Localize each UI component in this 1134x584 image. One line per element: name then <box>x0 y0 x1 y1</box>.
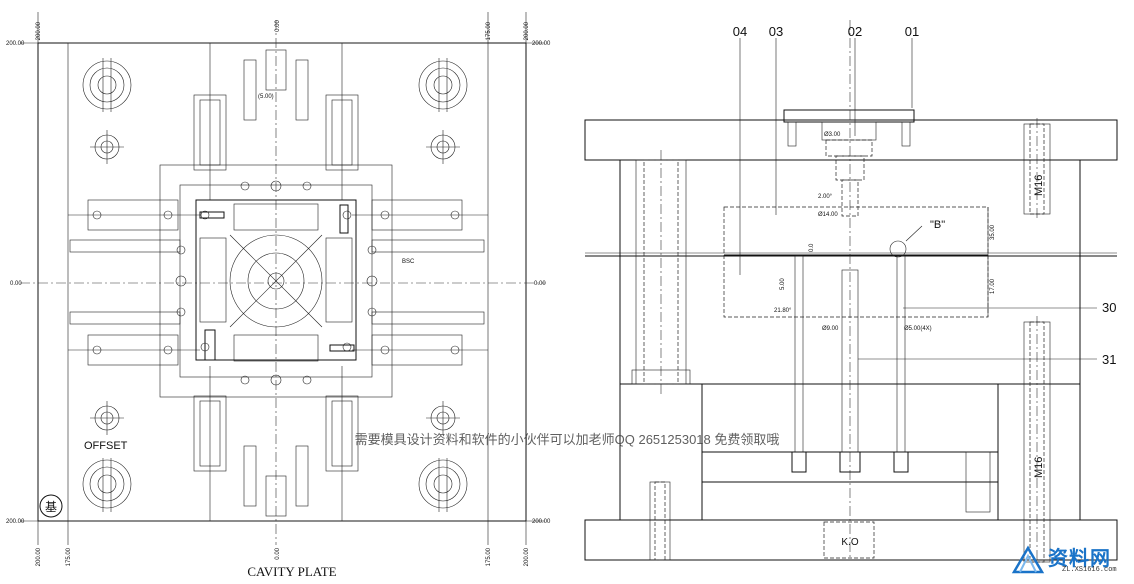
thread-bottom: M16 <box>1033 457 1045 478</box>
dim-bsc: BSC <box>402 259 415 265</box>
guide-pillar-tr <box>418 58 468 112</box>
dim-d5: 17.00 <box>990 278 996 294</box>
cavity-plate-view: 200.00 0.00 175.00 200.00 200.00 0.00 20… <box>6 12 551 579</box>
label-01: 01 <box>905 24 919 39</box>
guide-pillar-tl <box>82 58 132 112</box>
dim-bottom-left2: 175.00 <box>66 547 72 566</box>
dim-d9: Ø5.00(4X) <box>904 326 932 332</box>
dim-d4: 35.00 <box>990 224 996 240</box>
dim-top-right: 175.00 <box>486 21 492 40</box>
slides-bottom <box>193 366 359 521</box>
dim-d3: Ø14.00 <box>818 212 838 218</box>
dim-d1: Ø3.00 <box>824 132 841 138</box>
corner-mark: 基 <box>39 494 63 518</box>
dim-left-top: 200.00 <box>6 41 25 47</box>
dim-bottom-right: 175.00 <box>486 547 492 566</box>
dim-bottom-left: 200.00 <box>36 547 42 566</box>
slides-top <box>193 43 359 200</box>
dim-small-center: (5.00) <box>258 94 274 100</box>
thread-top: M16 <box>1033 175 1045 196</box>
dim-left-mid: 0.00 <box>10 281 22 287</box>
ko-label: K.O <box>841 537 858 548</box>
dim-d7: 21.80° <box>774 308 792 314</box>
dim-right-top: 200.00 <box>532 41 551 47</box>
offset-label: OFFSET <box>84 440 128 452</box>
label-04: 04 <box>733 24 747 39</box>
bolts-row <box>92 181 460 385</box>
dim-d2: 2.00° <box>818 194 833 200</box>
guide-pillar-bl <box>82 458 132 512</box>
guide-pillar-br <box>418 458 468 512</box>
label-03: 03 <box>769 24 783 39</box>
svg-text:基: 基 <box>45 500 57 514</box>
label-31: 31 <box>1102 352 1116 367</box>
dim-bottom-far-right: 200.00 <box>524 547 530 566</box>
dim-bottom-center: 0.00 <box>275 547 281 559</box>
detail-b-label: "B" <box>930 219 945 231</box>
dim-d6: 5.00 <box>780 278 786 290</box>
cavity-plate-title: CAVITY PLATE <box>247 564 336 579</box>
dim-top-center: 0.00 <box>275 20 281 32</box>
section-view: 04 03 02 01 30 31 "B" M16 M16 Ø3.00 2.00… <box>584 20 1118 565</box>
center-insert <box>159 164 393 398</box>
bottom-clamp-plate <box>584 519 1118 561</box>
label-02: 02 <box>848 24 862 39</box>
logo-name: 资料网 <box>1048 548 1111 570</box>
logo-icon <box>1011 545 1045 574</box>
dim-d8: Ø9.00 <box>822 326 839 332</box>
screw-holes <box>90 130 460 435</box>
dim-top-far-right: 200.00 <box>524 21 530 40</box>
dim-top-left: 200.00 <box>36 21 42 40</box>
dim-right-bottom: 200.00 <box>532 519 551 525</box>
dim-left-bottom: 200.00 <box>6 519 25 525</box>
dim-d10: 0.0 <box>809 243 815 252</box>
logo-url: ZL.XS1616.com <box>1062 566 1117 574</box>
label-30: 30 <box>1102 300 1116 315</box>
cavity-insert <box>723 206 989 318</box>
dim-right-mid: 0.00 <box>534 281 546 287</box>
slides-side <box>68 199 488 366</box>
site-logo[interactable]: 资料网 ZL.XS1616.com <box>1010 540 1134 579</box>
watermark-text: 需要模具设计资料和软件的小伙伴可以加老师QQ 2651253018 免费领取哦 <box>354 432 780 447</box>
